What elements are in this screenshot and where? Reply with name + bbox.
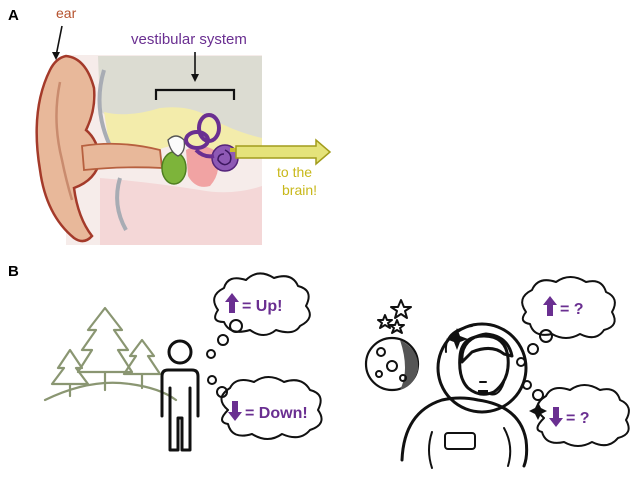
label-vestibular-system: vestibular system [131, 31, 247, 48]
up-arrow-icon [225, 293, 239, 313]
label-brain: brain! [282, 182, 317, 198]
astronaut-icon [400, 322, 529, 469]
bone-outline-2 [115, 177, 128, 231]
vestibular-pointer-arrow [191, 52, 199, 82]
vestibular-bracket [154, 88, 236, 100]
earth-down-text: = Down! [245, 405, 308, 422]
thought-cloud-down: = Down! [220, 376, 323, 440]
ossicles [167, 135, 186, 157]
person-icon [160, 339, 200, 452]
earth-up-text: = Up! [242, 298, 282, 315]
to-brain-arrow [235, 138, 332, 166]
panel-b-letter: B [8, 263, 19, 280]
up-arrow-icon [543, 296, 557, 316]
outer-ear [35, 54, 102, 243]
star-icon [389, 319, 405, 334]
tissue-pink [100, 178, 262, 245]
ear-anatomy-illustration [35, 54, 263, 245]
down-arrow-icon [549, 407, 563, 427]
thought-cloud-space-down: = ? [536, 384, 630, 447]
star-icon [390, 299, 412, 319]
thought-cloud-up: = Up! [213, 272, 311, 336]
bone-outline-1 [97, 69, 114, 151]
ear-pointer-arrow [52, 25, 63, 60]
tree-icon-group [43, 306, 178, 402]
hill-line [43, 381, 178, 402]
star-icon [377, 314, 393, 329]
thought-cloud-space-up: = ? [521, 276, 616, 339]
space-down-text: = ? [566, 410, 590, 427]
tree-icon [76, 306, 134, 392]
sparkle-icon [446, 328, 468, 350]
panel-a-letter: A [8, 7, 19, 24]
label-to-the: to the [277, 164, 312, 180]
space-up-text: = ? [560, 301, 584, 318]
astronaut-thought-dots [516, 329, 553, 401]
ear-canal [81, 142, 164, 171]
label-ear: ear [56, 5, 77, 21]
down-arrow-icon [228, 401, 242, 421]
ear-fold [55, 81, 74, 201]
moon-icon [364, 336, 420, 392]
tree-icon [122, 338, 162, 390]
eardrum [161, 151, 187, 185]
